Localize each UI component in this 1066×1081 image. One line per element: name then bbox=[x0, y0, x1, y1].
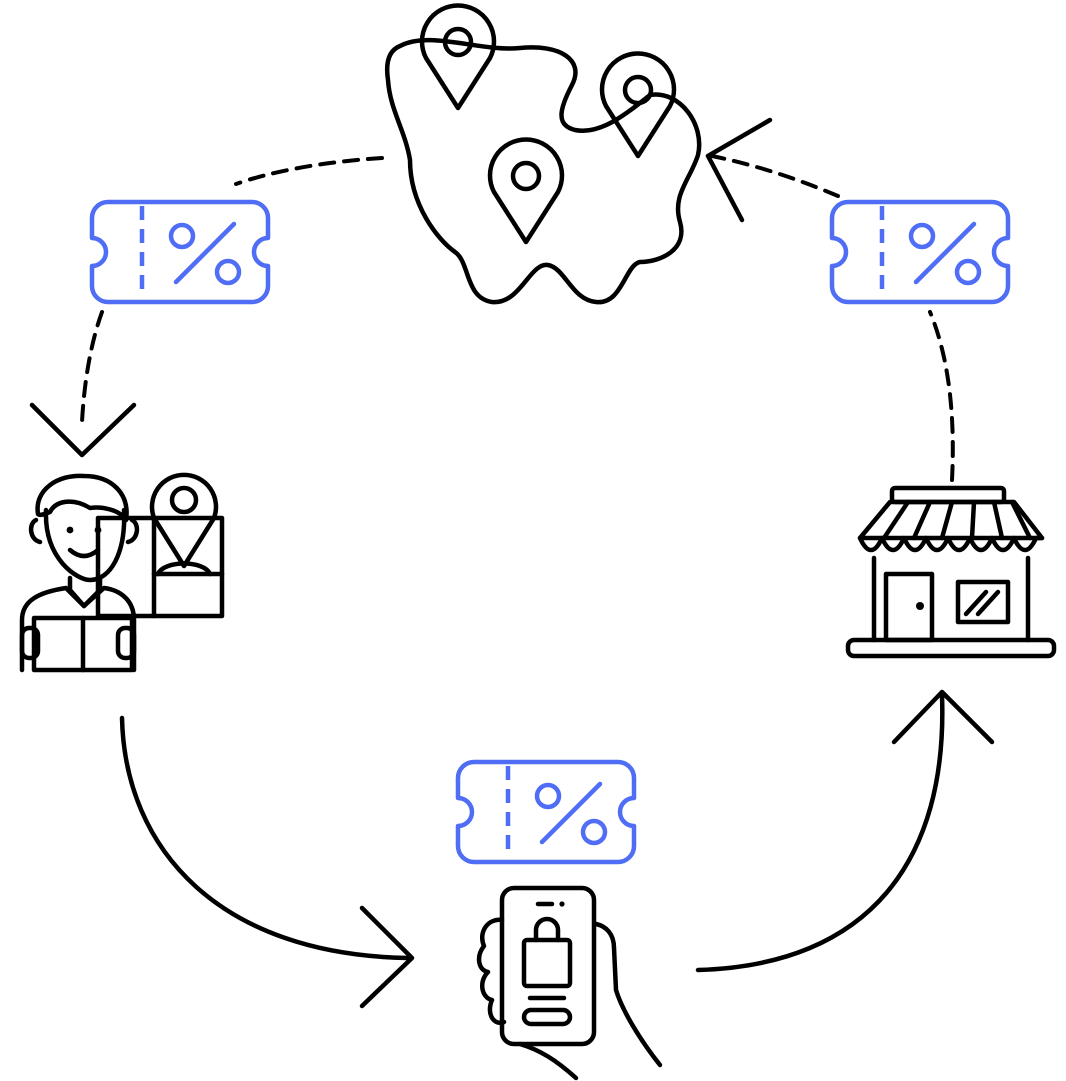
connector-store-to-map bbox=[705, 117, 955, 482]
storefront-icon bbox=[845, 485, 1057, 659]
coupon-right bbox=[832, 202, 1008, 302]
connector-mobile-to-store bbox=[695, 689, 995, 973]
coupon-left bbox=[92, 202, 268, 302]
coupon-bottom bbox=[458, 762, 634, 862]
hand-holding-phone-shopping-bag-icon bbox=[476, 885, 663, 1081]
discount-coupon-icon bbox=[832, 202, 1008, 302]
connector-customer-to-mobile bbox=[119, 715, 415, 1009]
person-with-package-and-location-pin-icon bbox=[19, 472, 225, 673]
arrowhead-down-icon bbox=[29, 402, 137, 458]
arrowhead-left-icon bbox=[705, 117, 773, 223]
connector-map-to-customer bbox=[29, 156, 384, 458]
discount-coupon-icon bbox=[458, 762, 634, 862]
arrowhead-right-icon bbox=[359, 905, 415, 1009]
discount-coupon-icon bbox=[92, 202, 268, 302]
map-with-location-pins-icon bbox=[384, 3, 702, 305]
arrowhead-up-icon bbox=[891, 689, 995, 745]
